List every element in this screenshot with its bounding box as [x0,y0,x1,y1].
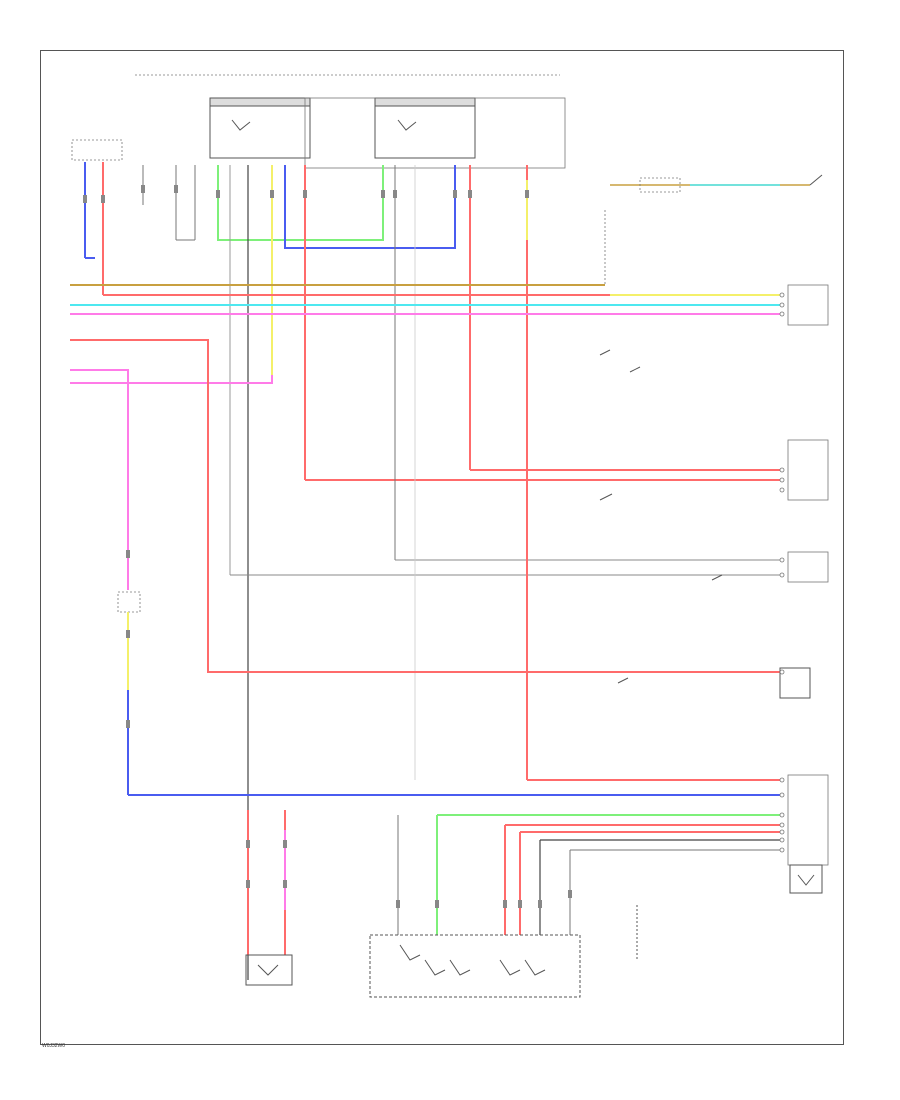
relay-box-right [374,97,476,159]
terminal-circles [779,292,785,853]
front-door-module-connector [787,774,829,866]
relay-box-left [209,97,311,159]
footer-code: W0J32W0 [42,1043,66,1049]
rear-door-switch-symbol [257,964,279,976]
relay-box-left-header [209,97,311,107]
rear-door-switch-box [245,954,293,986]
motor-block [779,667,811,699]
diagram-frame [40,50,844,1045]
relay-left-switch [231,119,251,131]
switch-symbols-right [599,349,723,684]
lower-left-connector [117,591,141,613]
power-mirror-connector [787,284,829,326]
front-door-motor-box [789,864,823,894]
wire-pink-to-yellow [70,375,273,384]
upper-right-terminal [809,174,823,186]
switch-contacts [399,944,546,976]
wire-pink-left [70,369,129,590]
front-door-switch-assembly [369,934,581,998]
front-door-motor-symbol [797,874,815,886]
connector-ticks [83,185,572,908]
wire-green-loop [217,165,384,241]
relay-right-switch [397,119,417,131]
wire-blue-loop [284,165,456,249]
lock-switch-connector [787,551,829,583]
door-lock-actuator-connector [787,439,829,501]
junction-block [304,97,566,169]
upper-right-switch [639,177,681,193]
left-connector [71,139,123,161]
wire-red-long-loop [70,339,780,673]
relay-box-right-header [374,97,476,107]
